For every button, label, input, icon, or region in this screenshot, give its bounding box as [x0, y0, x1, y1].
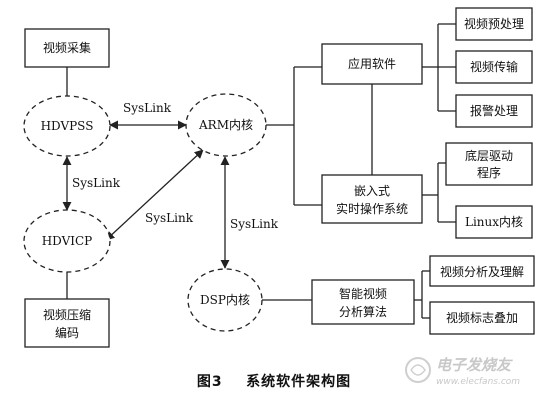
link-label-hdvpss-arm: SysLink: [123, 101, 172, 115]
label-linux-kernel: Linux内核: [465, 215, 523, 229]
label-intel-analysis-1: 智能视频: [339, 286, 387, 301]
link-label-arm-dsp: SysLink: [230, 217, 279, 231]
label-dsp-core: DSP内核: [200, 293, 250, 307]
link-label-hdvpss-hdvicp: SysLink: [72, 176, 121, 190]
label-embedded-os-1: 嵌入式: [354, 184, 390, 198]
label-hdvpss: HDVPSS: [41, 119, 94, 133]
label-alarm-processing: 报警处理: [470, 103, 518, 118]
label-video-compress-2: 编码: [55, 325, 79, 340]
box-video-overlay: [429, 301, 535, 335]
box-video-compress: [24, 298, 110, 348]
label-app-software: 应用软件: [348, 56, 396, 71]
label-video-analysis: 视频分析及理解: [440, 264, 524, 279]
edge-hdvicp-arm: [105, 149, 204, 241]
ellipse-arm-core: [185, 93, 267, 157]
label-video-overlay: 视频标志叠加: [446, 310, 518, 325]
link-label-hdvicp-arm: SysLink: [145, 211, 194, 225]
box-video-analysis: [429, 255, 535, 287]
label-driver-2: 程序: [477, 165, 501, 180]
box-linux-kernel: [455, 205, 533, 239]
label-arm-core: ARM内核: [198, 118, 253, 132]
ellipse-hdvpss: [23, 95, 111, 157]
box-app-software: [321, 43, 423, 85]
watermark: 电子发烧友 www.elecfans.com: [405, 356, 520, 387]
label-video-compress-1: 视频压缩: [43, 307, 91, 322]
label-video-capture: 视频采集: [43, 40, 91, 55]
label-intel-analysis-2: 分析算法: [339, 304, 387, 319]
box-embedded-os: [321, 174, 423, 224]
figure-caption: 图3 系统软件架构图: [197, 373, 351, 390]
label-hdvicp: HDVICP: [42, 234, 93, 248]
label-video-preprocess: 视频预处理: [464, 16, 524, 31]
box-video-transmission: [455, 50, 533, 84]
ellipse-hdvicp: [23, 209, 111, 273]
label-embedded-os-2: 实时操作系统: [336, 201, 408, 216]
ellipse-dsp-core: [187, 268, 263, 332]
watermark-logo-icon: [405, 357, 431, 383]
box-intel-analysis: [311, 279, 415, 325]
box-video-capture: [24, 28, 110, 68]
watermark-logo-mark: [410, 364, 426, 376]
box-driver: [445, 142, 533, 186]
box-alarm-processing: [455, 94, 533, 128]
label-driver-1: 底层驱动: [465, 148, 513, 163]
label-video-transmission: 视频传输: [470, 59, 518, 74]
watermark-url-text: www.elecfans.com: [436, 377, 520, 387]
watermark-brand-text: 电子发烧友: [436, 356, 513, 374]
box-video-preprocess: [455, 7, 533, 41]
